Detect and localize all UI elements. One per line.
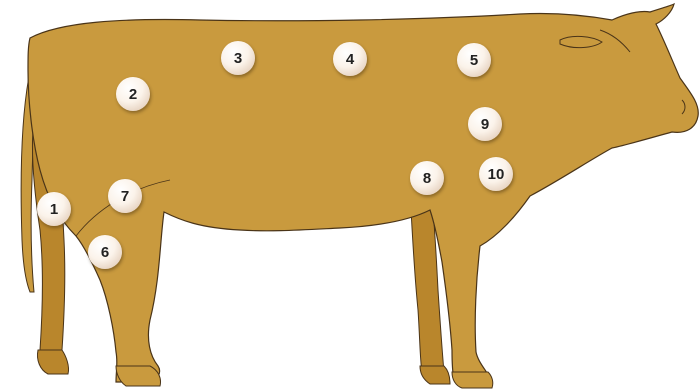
- marker-label: 7: [121, 189, 129, 204]
- marker-label: 10: [488, 167, 505, 182]
- marker-label: 6: [101, 245, 109, 260]
- marker-4: 4: [333, 42, 367, 76]
- cow-far-hind-hoof: [37, 350, 68, 374]
- marker-2: 2: [116, 77, 150, 111]
- marker-9: 9: [468, 107, 502, 141]
- marker-label: 3: [234, 51, 242, 66]
- marker-label: 8: [423, 171, 431, 186]
- marker-label: 2: [129, 87, 137, 102]
- marker-1: 1: [37, 192, 71, 226]
- marker-label: 9: [481, 117, 489, 132]
- cow-far-front-hoof: [420, 366, 450, 384]
- cow-near-front-hoof: [452, 372, 493, 388]
- marker-10: 10: [479, 157, 513, 191]
- marker-6: 6: [88, 235, 122, 269]
- marker-label: 1: [50, 202, 58, 217]
- marker-label: 5: [470, 53, 478, 68]
- marker-5: 5: [457, 43, 491, 77]
- marker-7: 7: [108, 179, 142, 213]
- marker-8: 8: [410, 161, 444, 195]
- cow-near-hind-hoof: [116, 366, 161, 386]
- marker-3: 3: [221, 41, 255, 75]
- marker-label: 4: [346, 52, 354, 67]
